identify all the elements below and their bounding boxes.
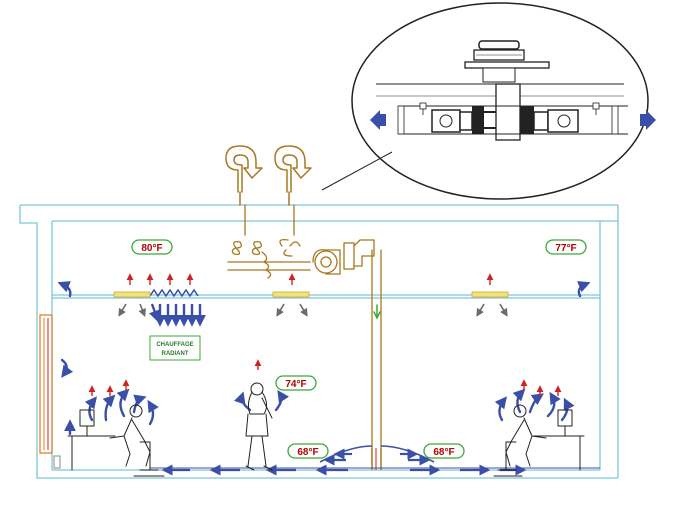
standing-woman xyxy=(245,382,273,471)
wall-radiant-heater xyxy=(39,314,61,469)
temp-ceiling-right: 77°F xyxy=(545,239,587,255)
underfloor-supply xyxy=(150,445,600,470)
blue-arrow-icon xyxy=(370,110,386,130)
temp-floor-right: 68°F xyxy=(423,443,465,459)
temp-floor-left: 68°F xyxy=(287,443,329,459)
roof-exhaust-hoods xyxy=(225,145,312,206)
svg-text:80°F: 80°F xyxy=(141,243,162,254)
exhaust-arrows xyxy=(118,303,508,317)
office-workers xyxy=(67,382,585,477)
svg-text:74°F: 74°F xyxy=(285,379,306,390)
detail-callout xyxy=(321,2,656,200)
building-outline xyxy=(19,204,619,479)
rising-supply-arrows xyxy=(57,281,591,436)
svg-text:68°F: 68°F xyxy=(433,447,454,458)
radiant-label: CHAUFFAGE RADIANT xyxy=(149,335,201,361)
air-handling-unit xyxy=(227,204,382,449)
diffuser xyxy=(471,291,509,298)
ceiling-diffusers xyxy=(113,291,509,298)
diffuser xyxy=(113,291,151,298)
fan-icon xyxy=(231,240,242,256)
temperature-labels: 80°F 77°F 74°F 68°F 68°F xyxy=(131,239,587,459)
svg-text:77°F: 77°F xyxy=(555,243,576,254)
warm-air-arrows xyxy=(88,273,562,396)
diffuser xyxy=(272,291,310,298)
seated-worker-left xyxy=(67,404,165,477)
svg-text:CHAUFFAGE: CHAUFFAGE xyxy=(156,342,193,348)
temp-occupant: 74°F xyxy=(275,375,317,391)
blue-arrow-icon xyxy=(640,110,656,130)
radiant-down-arrows xyxy=(148,303,206,327)
radiant-ceiling-panel xyxy=(149,288,199,298)
seated-worker-right xyxy=(493,404,585,477)
svg-text:RADIANT: RADIANT xyxy=(162,351,189,357)
temp-ceiling-left: 80°F xyxy=(131,239,173,255)
svg-text:68°F: 68°F xyxy=(297,447,318,458)
